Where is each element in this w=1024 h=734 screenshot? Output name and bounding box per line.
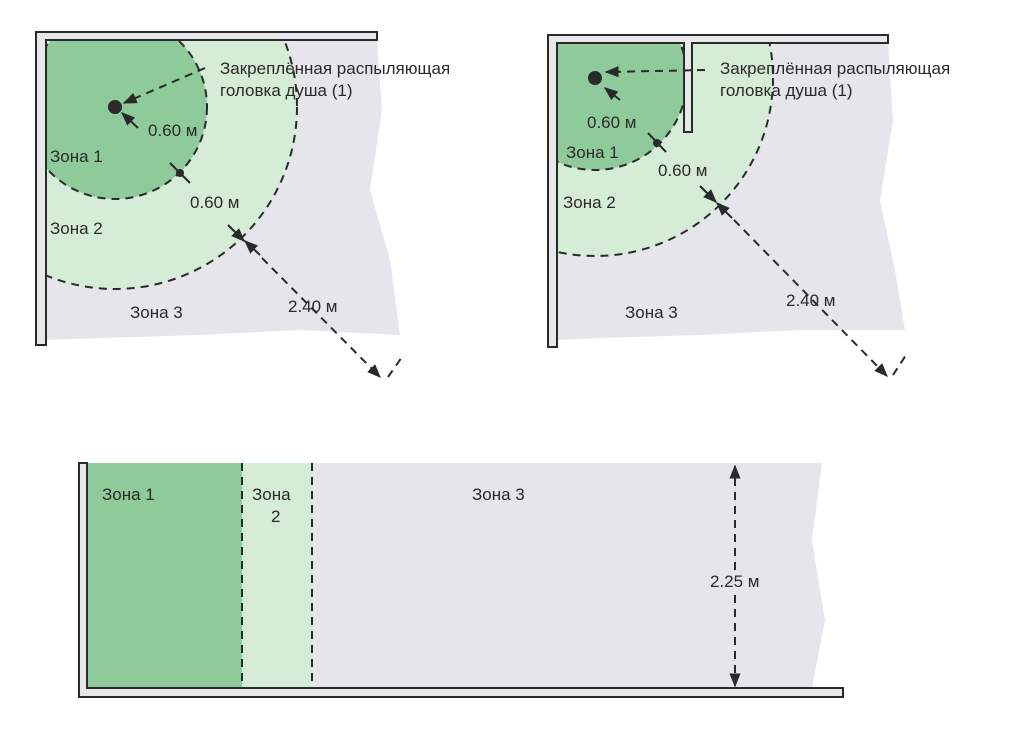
shower-head-icon — [588, 71, 602, 85]
corner-plan-diagram: Зона 1 Зона 2 Зона 3 0.60 м 0.60 м 2.40 … — [35, 31, 450, 378]
shower-head-icon — [108, 100, 122, 114]
leader-arrow — [122, 67, 206, 104]
shower-head-note: Закреплённая распыляющая — [220, 59, 450, 78]
distance-label: 0.60 м — [658, 161, 708, 180]
zone-3-label: Зона 3 — [625, 303, 678, 322]
zone-2-label: Зона 2 — [50, 219, 103, 238]
zone-1-label: Зона 1 — [102, 485, 155, 504]
zone-3-label: Зона 3 — [130, 303, 183, 322]
distance-label: 2.40 м — [288, 297, 338, 316]
elevation-diagram: Зона 1 Зона 2 Зона 3 2.25 м — [78, 462, 844, 698]
zone-2-area — [242, 463, 312, 688]
distance-label: 0.60 м — [148, 121, 198, 140]
wall-floor — [78, 462, 844, 698]
distance-label: 2.40 м — [786, 291, 836, 310]
shower-head-note: головка душа (1) — [720, 81, 853, 100]
distance-label: 0.60 м — [190, 193, 240, 212]
wall — [547, 34, 889, 348]
shower-head-note: Закреплённая распыляющая — [720, 59, 950, 78]
zone-2-label: 2 — [271, 507, 280, 526]
zone-3-label: Зона 3 — [472, 485, 525, 504]
zone-3-area — [312, 463, 825, 688]
zone-2-label: Зона 2 — [563, 193, 616, 212]
height-label: 2.25 м — [710, 572, 760, 591]
distance-label: 0.60 м — [587, 113, 637, 132]
shower-head-note: головка душа (1) — [220, 81, 353, 100]
partition-plan-diagram: Зона 1 Зона 2 Зона 3 0.60 м 0.60 м 2.40 … — [547, 34, 950, 377]
zone-2-label: Зона — [252, 485, 291, 504]
wall — [35, 31, 378, 346]
zone-1-label: Зона 1 — [50, 147, 103, 166]
zone-1-label: Зона 1 — [566, 143, 619, 162]
zone-1-area — [87, 463, 242, 688]
